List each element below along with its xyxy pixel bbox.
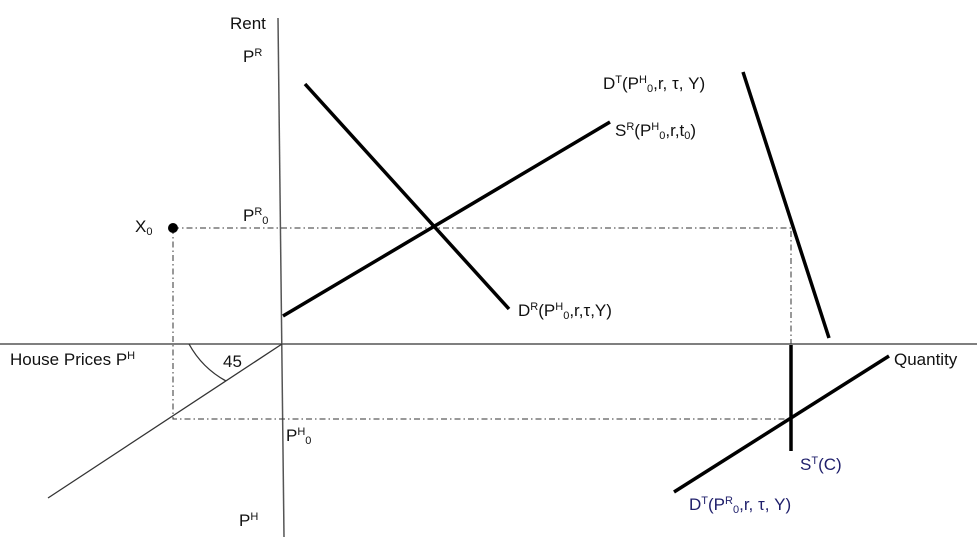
house-prices-axis-label: House Prices PH xyxy=(10,350,136,369)
x0-label: X0 xyxy=(135,217,153,238)
forty-five-degree-line xyxy=(47,343,283,499)
rental-supply-label: SR(PH0,r,t0) xyxy=(615,121,697,142)
tenure-demand-lower-curve xyxy=(673,354,890,494)
rent-axis-label: Rent xyxy=(230,14,266,33)
rental-supply-curve xyxy=(282,120,611,318)
ph0-label: PH0 xyxy=(286,426,312,447)
quantity-axis-label: Quantity xyxy=(894,350,958,369)
tenure-supply-label: ST(C) xyxy=(800,455,842,474)
tenure-demand-lower-label: DT(PR0,r, τ, Y) xyxy=(689,495,792,516)
rental-demand-curve xyxy=(303,82,511,311)
pr0-label: PR0 xyxy=(243,206,269,227)
pr-axis-label: PR xyxy=(243,47,263,66)
rental-demand-label: DR(PH0,r,τ,Y) xyxy=(518,301,612,322)
rent-axis xyxy=(277,17,285,537)
angle-label: 45 xyxy=(223,352,242,371)
guide-pr0-line xyxy=(173,227,792,344)
tenure-demand-upper-label: DT(PH0,r, τ, Y) xyxy=(603,74,706,95)
tenure-demand-upper-curve xyxy=(741,71,831,339)
x0-point xyxy=(168,223,178,233)
angle-arc xyxy=(188,343,227,382)
guide-x0-drop xyxy=(172,228,791,420)
ph-axis-label: PH xyxy=(239,511,259,530)
